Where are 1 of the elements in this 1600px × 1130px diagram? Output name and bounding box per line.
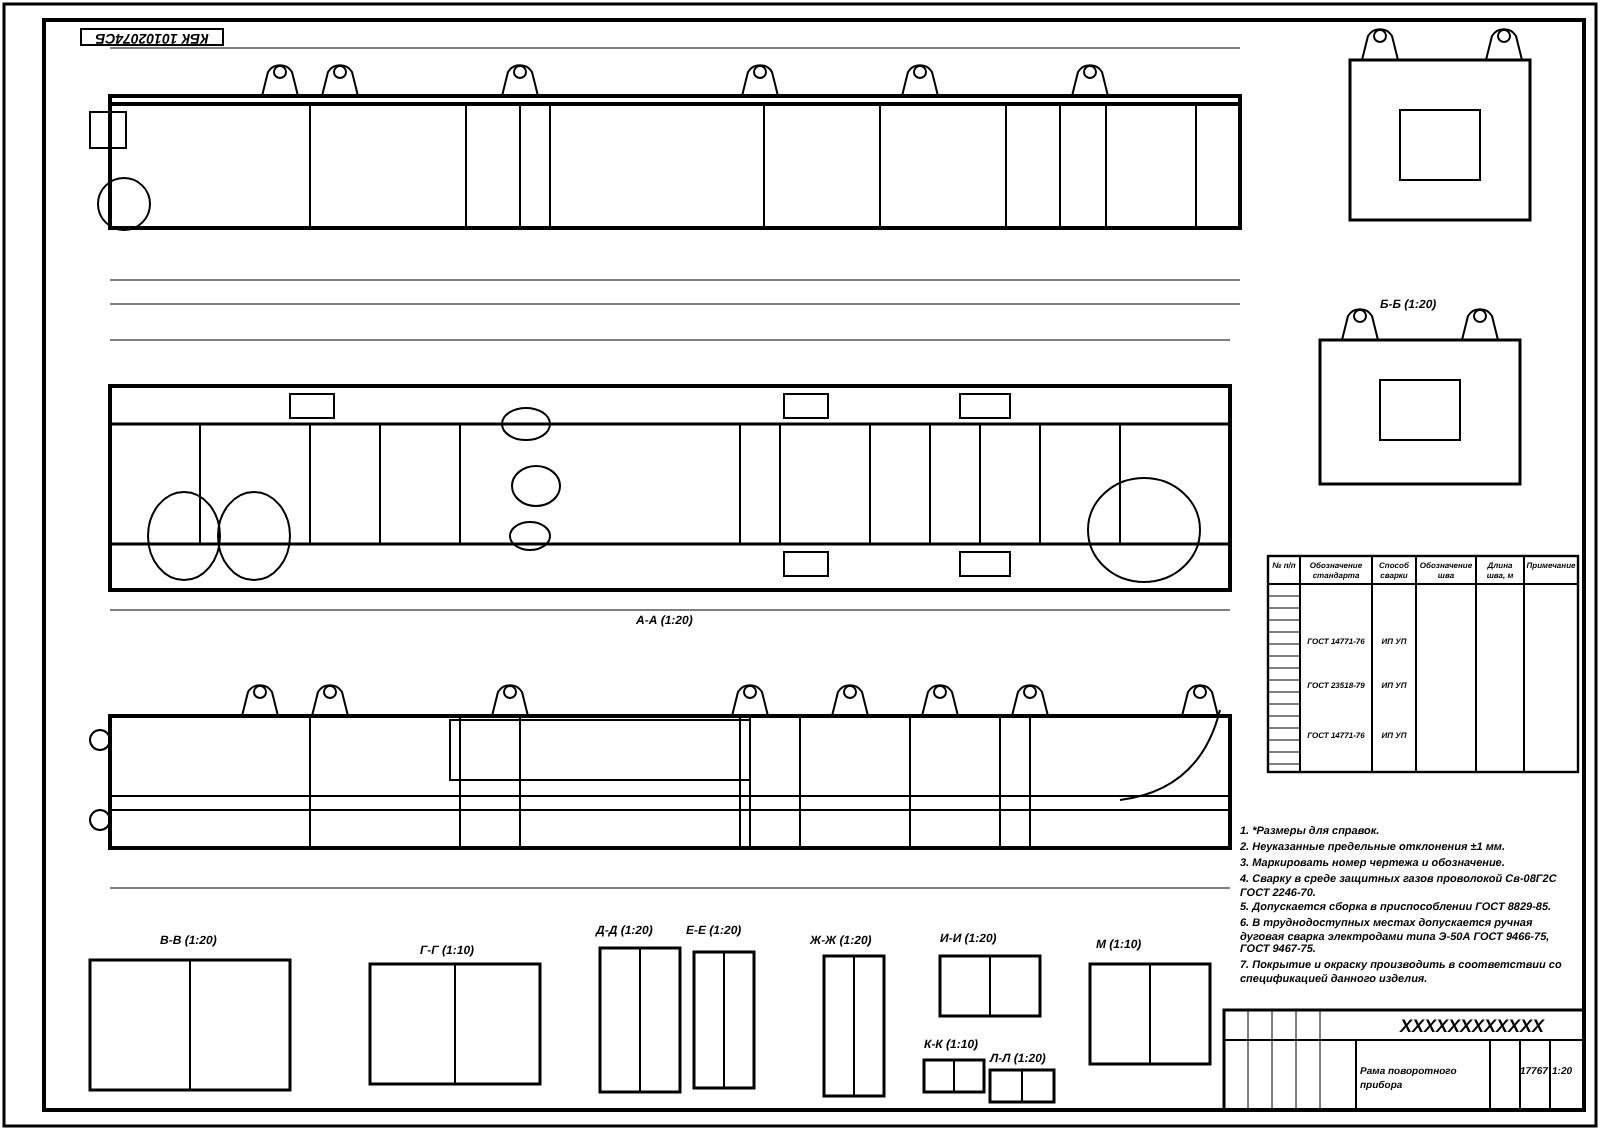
drawing-title: XXXXXXXXXXXX [1400, 1016, 1547, 1036]
